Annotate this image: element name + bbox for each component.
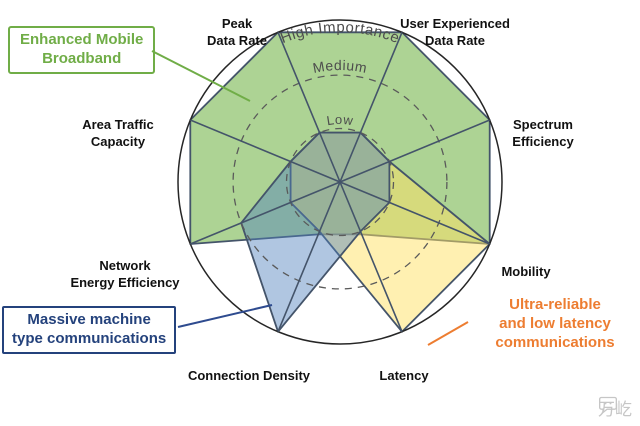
urllc-callout-label: Ultra-reliable and low latency communica… (495, 296, 615, 351)
outer-ring-high (177, 19, 503, 345)
axis-label-user-experienced-data-rate: User Experienced Data Rate (400, 16, 510, 48)
axis-spokes (189, 31, 491, 333)
mmtc-callout-label: Massive machine type communications (2, 306, 177, 354)
axis-label-area-traffic-capacity: Area Traffic Capacity (82, 117, 154, 149)
axis-label-spectrum-efficiency: Spectrum Efficiency (512, 117, 574, 149)
axis-label-connection-density: Connection Density (187, 368, 311, 383)
chat-bubble-icon (599, 396, 617, 414)
ring-label-medium: Medium (311, 57, 368, 76)
ring-label-low: Low (326, 112, 355, 128)
axis-label-peak-data-rate: Peak Data Rate (207, 16, 267, 48)
axis-label-mobility: Mobility (501, 264, 551, 279)
low-ring (285, 127, 395, 237)
mmtc-callout-line (177, 304, 273, 328)
embb-callout-label: Enhanced Mobile Broadband (8, 26, 156, 74)
urllc-callout-line (427, 321, 469, 346)
watermark: 万屹 (598, 395, 632, 420)
medium-ring (232, 74, 448, 290)
axis-label-latency: Latency (379, 368, 429, 383)
axis-label-network-energy-efficiency: Network Energy Efficiency (70, 258, 180, 290)
embb-callout-line (151, 50, 251, 102)
